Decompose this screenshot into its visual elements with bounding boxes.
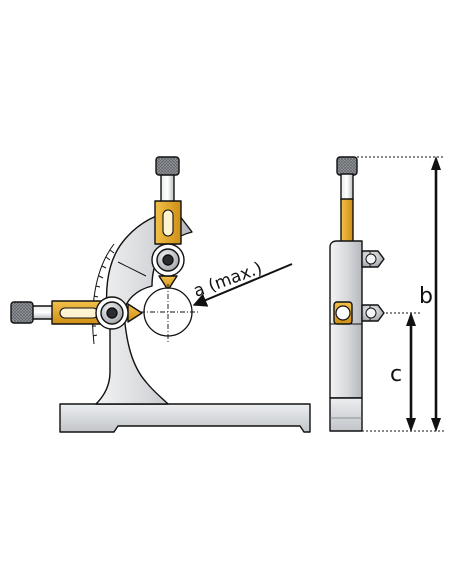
side-upper-rod xyxy=(340,173,354,201)
a-leader-arrow xyxy=(192,263,293,307)
front-upper-bolt-hole xyxy=(162,254,174,266)
b-arrow-bottom xyxy=(431,418,441,432)
front-left-bolt-hole xyxy=(106,307,118,319)
front-base-plate xyxy=(59,403,311,433)
front-left-holder-slot xyxy=(59,307,99,319)
front-upper-knob xyxy=(155,156,180,176)
front-scale-arc xyxy=(92,243,115,345)
side-upper-washer xyxy=(365,253,377,265)
side-view xyxy=(329,156,385,432)
front-upper-holder-slot xyxy=(162,209,174,237)
side-upper-holder xyxy=(340,198,354,246)
side-upper-knob xyxy=(336,156,358,176)
front-view xyxy=(10,156,311,433)
front-upper-rod xyxy=(160,171,175,203)
c-arrow-bottom xyxy=(406,418,416,432)
c-label: c xyxy=(390,362,402,387)
front-arc-split xyxy=(117,261,147,277)
a-label: a (max.) xyxy=(191,258,265,301)
side-shaft-hole xyxy=(335,305,351,321)
side-base xyxy=(329,397,363,432)
b-label: b xyxy=(419,284,433,309)
b-arrow-top xyxy=(431,156,441,170)
front-left-jaw xyxy=(127,303,143,323)
dimensions xyxy=(357,156,444,432)
front-left-knob xyxy=(10,301,34,324)
side-lower-washer xyxy=(365,307,377,319)
c-arrow-top xyxy=(406,312,416,326)
